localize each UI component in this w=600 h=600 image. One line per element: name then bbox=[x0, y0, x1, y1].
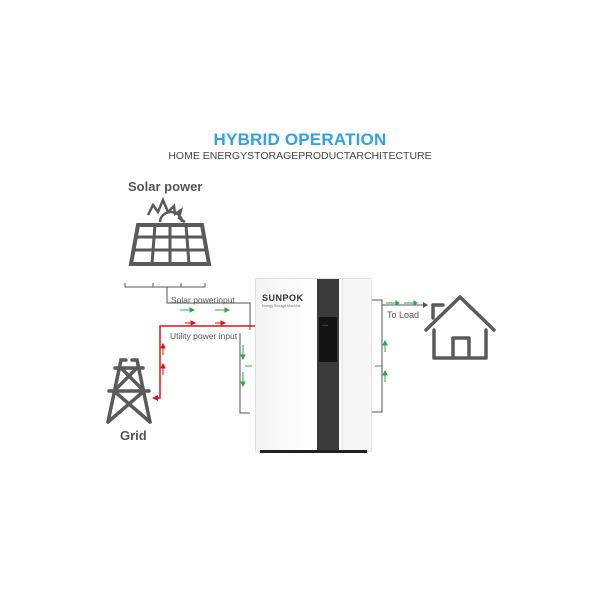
unit-right-panel bbox=[342, 279, 371, 451]
unit-display-value: -:-- bbox=[322, 323, 329, 329]
diagram-title: HYBRID OPERATION bbox=[213, 130, 387, 149]
diagram-subtitle: HOME ENERGYSTORAGEPRODUCTARCHITECTURE bbox=[168, 150, 432, 162]
utility-input-label: Utility power input bbox=[170, 331, 238, 341]
unit-brand: SUNPOK bbox=[262, 293, 304, 303]
unit-display: -:-- bbox=[319, 317, 337, 362]
power-tower-icon bbox=[106, 358, 152, 424]
grid-label: Grid bbox=[120, 428, 147, 443]
unit-model: Energy Storage Machine bbox=[262, 304, 301, 308]
solar-panel-icon bbox=[124, 196, 212, 288]
house-icon bbox=[424, 295, 496, 360]
unit-base bbox=[260, 450, 367, 453]
solar-power-label: Solar power bbox=[128, 179, 203, 194]
energy-storage-unit: SUNPOK Energy Storage Machine -:-- bbox=[255, 278, 372, 452]
unit-center-stripe bbox=[317, 279, 339, 451]
to-load-label: To Load bbox=[387, 310, 420, 320]
solar-input-label: Solar powerinput bbox=[171, 295, 235, 305]
